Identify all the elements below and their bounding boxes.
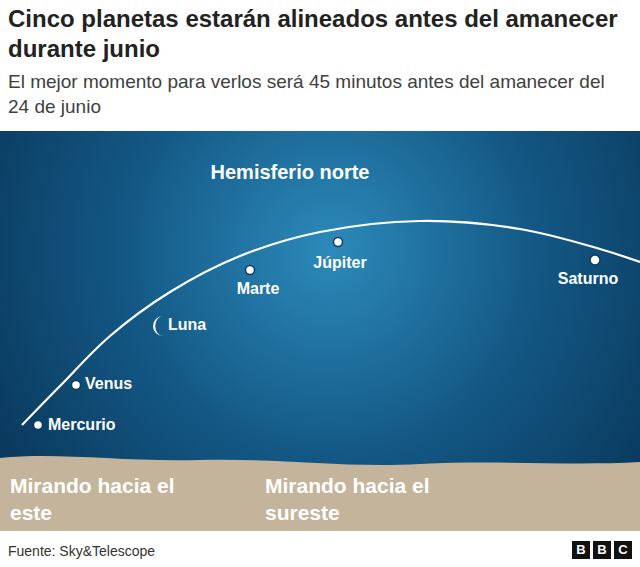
planet-dots (34, 238, 601, 430)
planet-label: Luna (168, 315, 206, 334)
moon-crescent (153, 316, 163, 336)
sky-panel (0, 131, 640, 476)
source-note: Fuente: Sky&Telescope (8, 543, 155, 560)
subtitle: El mejor momento para verlos será 45 min… (8, 70, 618, 119)
logo-letter: C (618, 542, 627, 558)
logo-block (614, 541, 632, 559)
planet-label: Marte (237, 279, 280, 298)
region-label: Hemisferio norte (211, 160, 370, 184)
direction-label: Mirando hacia el este (10, 472, 185, 527)
planet-dot (590, 255, 600, 265)
planet-label: Mercurio (48, 415, 116, 434)
title: Cinco planetas estarán alineados antes d… (8, 4, 628, 64)
logo-letter: B (597, 542, 606, 558)
ecliptic-arc (22, 221, 640, 425)
logo-letter: B (576, 542, 585, 558)
bbc-logo (572, 541, 632, 559)
planet-label: Júpiter (313, 253, 366, 272)
planet-dot (72, 381, 81, 390)
planet-label: Saturno (558, 269, 618, 288)
direction-label: Mirando hacia el sureste (265, 472, 440, 527)
planet-dot (34, 421, 43, 430)
logo-block (572, 541, 590, 559)
planet-dot (334, 238, 343, 247)
planet-dot (246, 266, 255, 275)
ground (0, 456, 640, 531)
logo-block (593, 541, 611, 559)
planet-label: Venus (85, 374, 132, 393)
